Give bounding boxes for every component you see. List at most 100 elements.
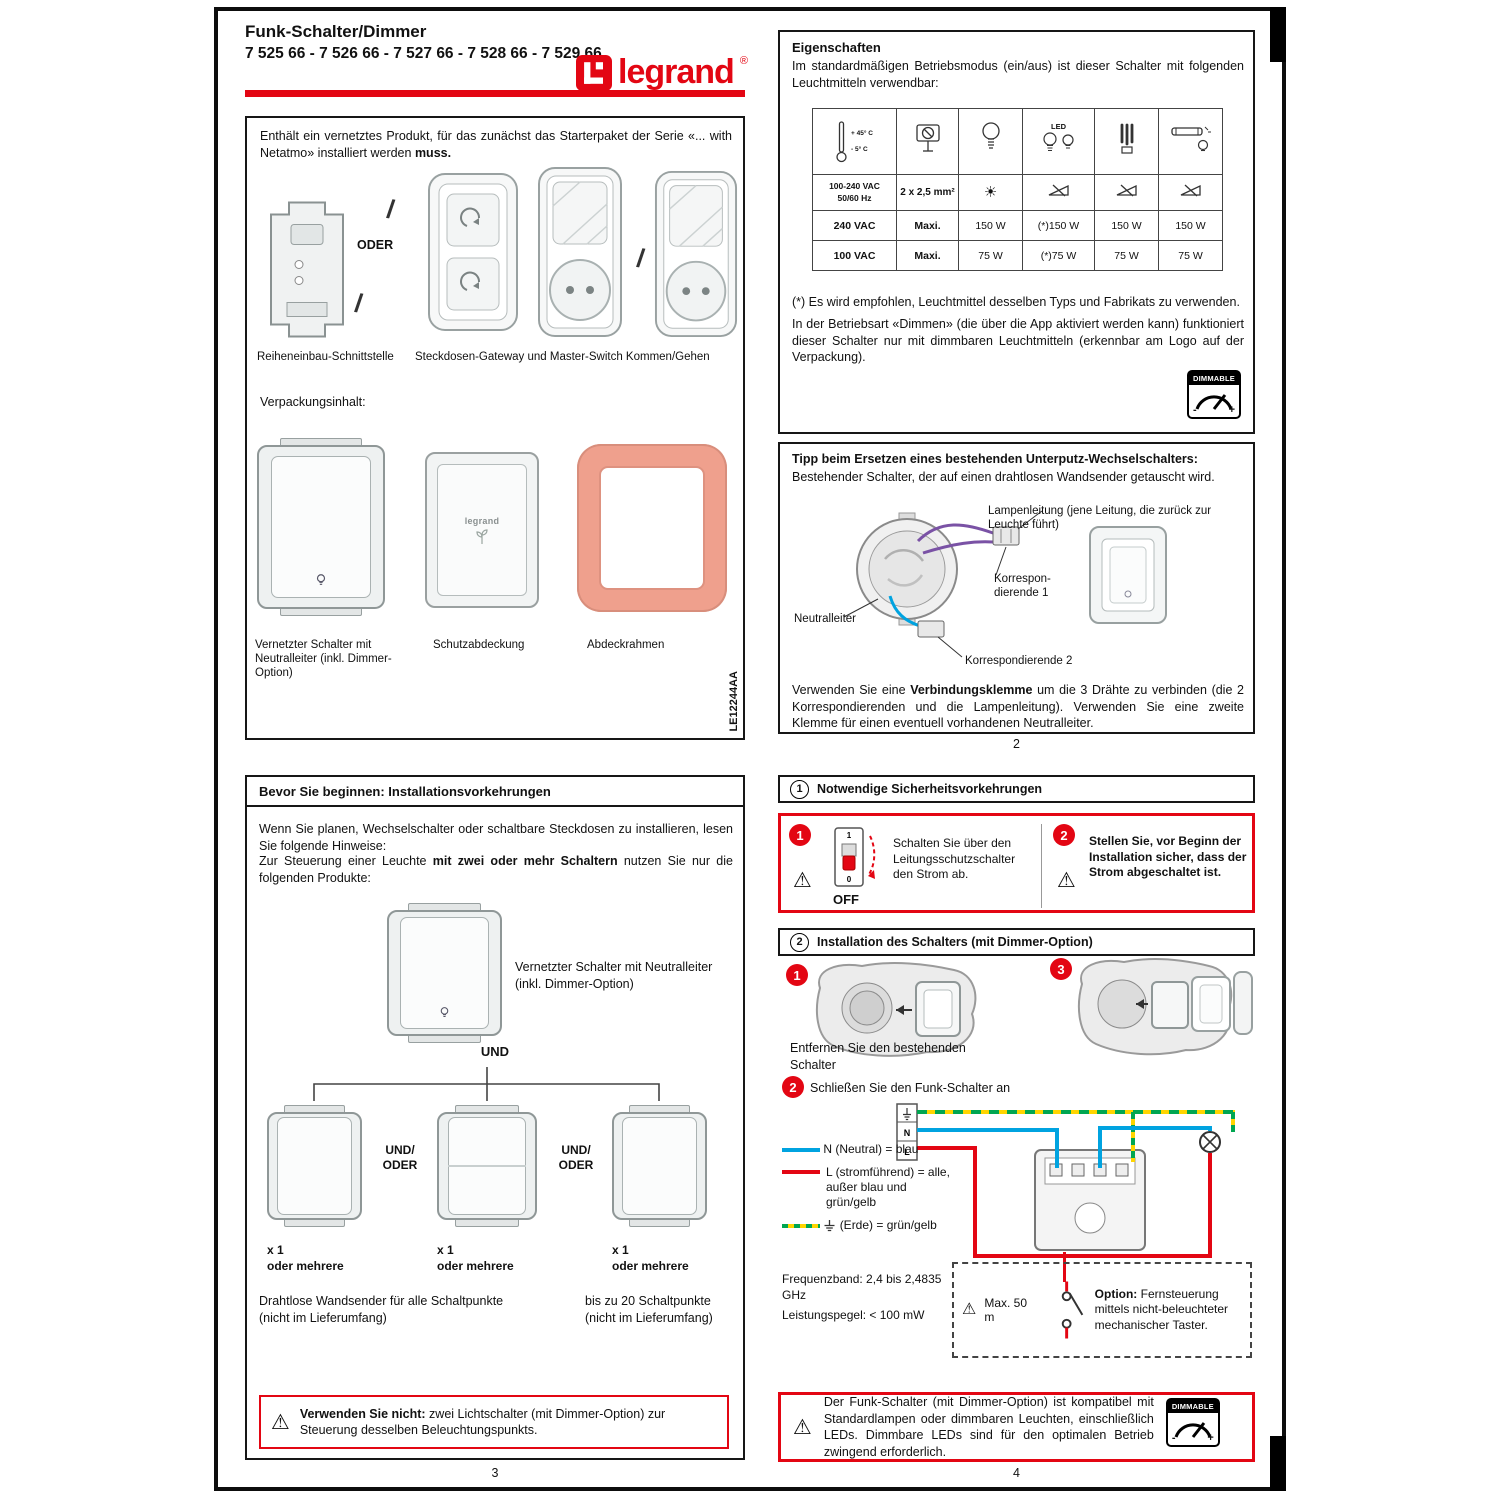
table-cell: 75 W bbox=[1158, 240, 1223, 271]
warning-icon: ⚠ bbox=[271, 1410, 290, 1434]
dimmer-symbol-cell bbox=[1158, 174, 1223, 211]
tip-intro: Bestehender Schalter, der auf einen drah… bbox=[792, 470, 1215, 484]
master-switch-plate-image bbox=[427, 172, 519, 337]
cfl-bulb-icon bbox=[1120, 123, 1133, 154]
tip-heading: Tipp beim Ersetzen eines bestehenden Unt… bbox=[792, 452, 1198, 466]
temp-min-label: - 5° C bbox=[851, 145, 868, 153]
table-cell: Maxi. bbox=[896, 240, 959, 271]
compatibility-text: Der Funk-Schalter (mit Dimmer-Option) is… bbox=[823, 1395, 1154, 1459]
terminal-icon bbox=[915, 124, 940, 152]
protective-cover-image: legrand bbox=[425, 452, 539, 608]
module-caption: Reiheneinbau-Schnittstelle bbox=[257, 351, 394, 363]
tip-instruction: Verwenden Sie eine Verbindungsklemme um … bbox=[792, 683, 1245, 730]
power-level-text: Leistungspegel: < 100 mW bbox=[782, 1308, 925, 1322]
lamp-icon bbox=[440, 1006, 449, 1017]
incandescent-icon-cell bbox=[958, 108, 1023, 175]
rewire-diagram bbox=[790, 499, 1240, 679]
terminal-icon-cell bbox=[896, 108, 959, 175]
oder-label: ODER bbox=[357, 238, 394, 252]
p3-para2: Zur Steuerung einer Leuchte mit zwei ode… bbox=[259, 854, 733, 885]
wall-remove-image bbox=[812, 958, 982, 1063]
page-number-2: 2 bbox=[1013, 737, 1020, 751]
dimmable-logo: DIMMABLE - + bbox=[1187, 370, 1241, 419]
properties-intro: Im standardmäßigen Betriebsmodus (ein/au… bbox=[792, 59, 1244, 90]
transmitters-caption: Drahtlose Wandsender für alle Schaltpunk… bbox=[259, 1294, 504, 1325]
safety-step1-text: Schalten Sie über den Leitungsschutzscha… bbox=[893, 836, 1016, 882]
socket-gateway-plate-image bbox=[651, 170, 741, 343]
section-number-1: 1 bbox=[790, 779, 809, 799]
safety-section-heading: 1 Notwendige Sicherheitsvorkehrungen bbox=[778, 775, 1255, 803]
table-cell: 150 W bbox=[958, 210, 1023, 241]
thermometer-icon bbox=[836, 120, 847, 162]
wire-spec-cell: 2 x 2,5 mm² bbox=[896, 174, 959, 211]
dimmer-symbol-cell bbox=[1094, 174, 1159, 211]
page1-overview-box: Enthält ein vernetztes Produkt, für das … bbox=[245, 116, 745, 740]
install-step-3-badge: 3 bbox=[1050, 958, 1072, 980]
gateway-caption: Steckdosen-Gateway und Master-Switch Kom… bbox=[415, 351, 710, 363]
und-label: UND bbox=[480, 1044, 510, 1059]
or-slash-icon: / bbox=[385, 193, 397, 225]
temp-max-label: + 45° C bbox=[851, 129, 873, 137]
installation-section-heading: 2 Installation des Schalters (mit Dimmer… bbox=[778, 928, 1255, 956]
table-cell: 240 VAC bbox=[812, 210, 897, 241]
blue-wire-swatch bbox=[782, 1147, 820, 1152]
double-transmitter-image bbox=[437, 1105, 537, 1227]
section-number-2: 2 bbox=[790, 932, 809, 952]
table-cell: Maxi. bbox=[896, 210, 959, 241]
table-cell: 150 W bbox=[1094, 210, 1159, 241]
sun-icon-cell: ☀ bbox=[958, 174, 1023, 211]
und-oder-label: UND/ODER bbox=[382, 1143, 418, 1172]
table-cell: 75 W bbox=[1094, 240, 1159, 271]
switchpoints-caption: bis zu 20 Schaltpunkte (nicht im Lieferu… bbox=[585, 1294, 713, 1325]
dimmer-symbol-cell bbox=[1022, 174, 1095, 211]
brand-red-bar bbox=[245, 90, 745, 97]
legend-earth: (Erde) = grün/gelb bbox=[782, 1218, 956, 1233]
fold-mark-top bbox=[1270, 7, 1286, 62]
properties-box: Eigenschaften Im standardmäßigen Betrieb… bbox=[778, 30, 1255, 434]
dimmer-symbol-icon bbox=[1180, 184, 1201, 196]
wireless-transmitter-image bbox=[612, 1105, 707, 1227]
temperature-icon-cell: + 45° C - 5° C bbox=[812, 108, 897, 175]
svg-text:0: 0 bbox=[847, 875, 852, 884]
compatibility-warning-box: ⚠ Der Funk-Schalter (mit Dimmer-Option) … bbox=[778, 1392, 1255, 1462]
remove-switch-caption: Entfernen Sie den bestehenden Schalter bbox=[790, 1041, 966, 1072]
traveler2-label: Korrespondierende 2 bbox=[965, 655, 1073, 667]
fluorescent-tube-icon bbox=[1170, 126, 1211, 152]
cover-brand-text: legrand bbox=[464, 515, 500, 526]
replacement-tip-box: Tipp beim Ersetzen eines bestehenden Unt… bbox=[778, 442, 1255, 734]
dimmable-logo: DIMMABLE - + bbox=[1165, 1398, 1220, 1447]
connected-switch-image bbox=[387, 903, 502, 1043]
page-number-3: 3 bbox=[491, 1466, 499, 1480]
lamp-wire-label: Lampenleitung (jene Leitung, die zurück … bbox=[988, 505, 1212, 532]
connect-caption: Schließen Sie den Funk-Schalter an bbox=[810, 1081, 1011, 1095]
earth-wire-swatch bbox=[782, 1223, 820, 1228]
led-bulbs-icon bbox=[1042, 131, 1074, 151]
dimming-note: In der Betriebsart «Dimmen» (die über di… bbox=[792, 317, 1244, 364]
replacement-switch-image bbox=[1089, 526, 1167, 624]
safety-step2-text: Stellen Sie, vor Beginn der Installation… bbox=[1089, 834, 1247, 880]
warning-icon: ⚠ bbox=[962, 1301, 977, 1318]
central-switch-caption: Vernetzter Schalter mit Neutralleiter (i… bbox=[515, 960, 713, 991]
install-step-2-badge: 2 bbox=[782, 1076, 804, 1098]
page-frame bbox=[214, 7, 1286, 1491]
warning-icon: ⚠ bbox=[793, 1415, 812, 1439]
netatmo-note: Enthält ein vernetztes Produkt, für das … bbox=[260, 129, 732, 160]
max-distance-text: Max. 50 m bbox=[984, 1296, 1028, 1324]
red-wire-drop bbox=[1063, 1252, 1066, 1282]
wire-legend: N (Neutral) = blau L (stromführend) = al… bbox=[782, 1142, 956, 1233]
table-cell: 150 W bbox=[1158, 210, 1223, 241]
legend-neutral: N (Neutral) = blau bbox=[782, 1142, 956, 1157]
legrand-logo-text: legrand bbox=[618, 53, 735, 91]
neutral-label: Neutralleiter bbox=[794, 613, 856, 625]
connected-switch-image bbox=[257, 438, 385, 616]
sun-icon: ☀ bbox=[983, 184, 998, 201]
table-cell: 100 VAC bbox=[812, 240, 897, 271]
page-title: Funk-Schalter/Dimmer bbox=[245, 22, 427, 41]
legrand-logo-icon bbox=[576, 55, 612, 96]
before-you-begin-box: Bevor Sie beginnen: Installationsvorkehr… bbox=[245, 775, 745, 1460]
svg-text:1: 1 bbox=[847, 831, 852, 840]
